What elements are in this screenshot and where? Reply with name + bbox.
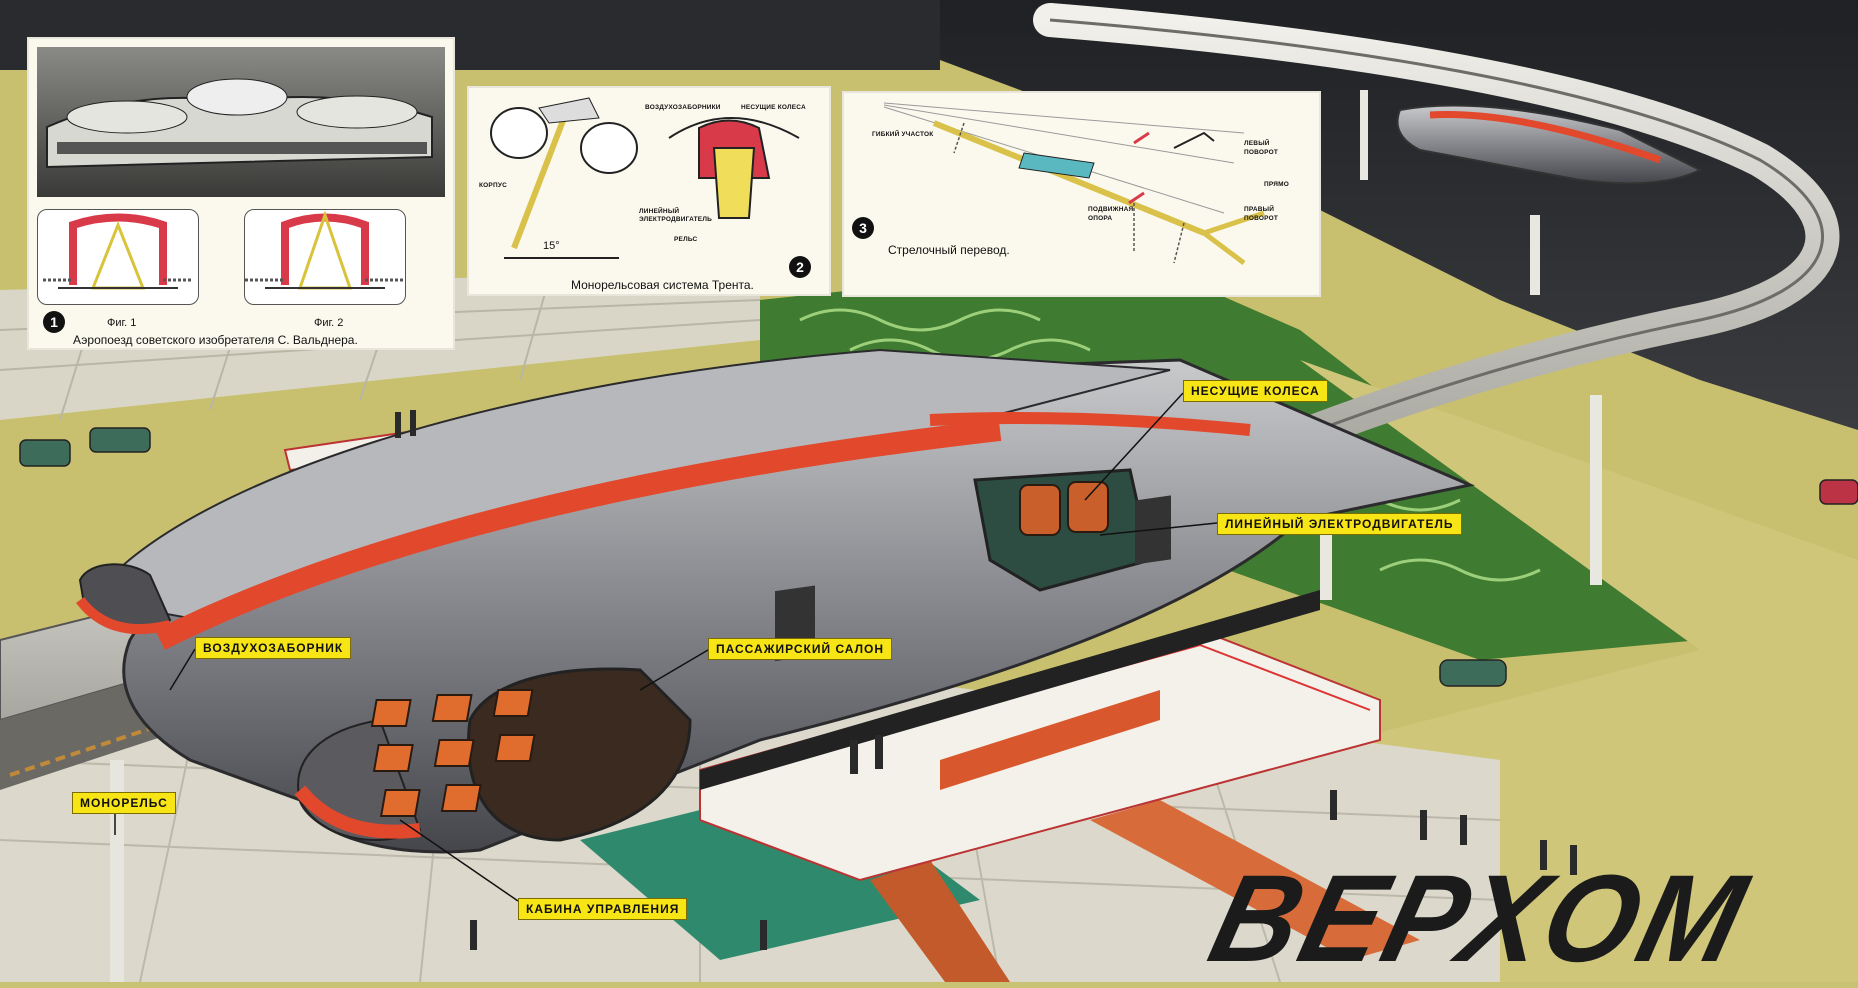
trent-part-air: ВОЗДУХОЗАБОРНИКИ — [645, 104, 721, 111]
aerotrain-photo — [37, 47, 445, 197]
seats — [370, 689, 536, 817]
label-cabin: ПАССАЖИРСКИЙ САЛОН — [708, 638, 893, 660]
switch-part-right: ПРАВЫЙ ПОВОРОТ — [1244, 206, 1278, 222]
trent-part-rail: РЕЛЬС — [674, 236, 698, 243]
walkway — [1090, 800, 1420, 960]
trent-diagram — [490, 97, 800, 259]
rail-pylon — [110, 760, 124, 982]
bench — [940, 690, 1160, 790]
aerotrain-photo-drawing — [46, 78, 433, 169]
distant-train-stripe — [1429, 111, 1662, 164]
fig1-drawing — [43, 213, 193, 290]
label-intake: ВОЗДУХОЗАБОРНИК — [195, 637, 352, 659]
cars — [19, 427, 1858, 687]
people — [395, 410, 1577, 950]
inset1-number: 1 — [43, 311, 65, 333]
label-motor: ЛИНЕЙНЫЙ ЭЛЕКТРОДВИГАТЕЛЬ — [1217, 513, 1462, 535]
switch-part-straight: ПРЯМО — [1264, 181, 1289, 188]
switch-part-section: ГИБКИЙ УЧАСТОК — [872, 131, 934, 138]
inset1-fig2-label: Фиг. 2 — [314, 317, 344, 329]
nose-ring-upper — [76, 596, 172, 635]
trent-part-body: КОРПУС — [479, 182, 507, 189]
train-stripe — [155, 419, 1002, 650]
label-monorail: МОНОРЕЛЬС — [72, 792, 176, 814]
switch-diagram — [883, 102, 1265, 265]
wheels — [1019, 481, 1109, 536]
nose-ring — [294, 785, 421, 839]
inset3-caption: Стрелочный перевод. — [888, 243, 1010, 257]
inset-valdner-aerotrain: 1 Фиг. 1 Фиг. 2 Аэропоезд советского изо… — [27, 37, 455, 350]
inset2-number: 2 — [789, 256, 811, 278]
label-wheels: НЕСУЩИЕ КОЛЕСА — [1183, 380, 1328, 402]
label-control: КАБИНА УПРАВЛЕНИЯ — [518, 898, 688, 920]
distant-train — [1396, 104, 1703, 185]
fig1-diagram — [37, 209, 199, 305]
trent-part-motor: ЛИНЕЙНЫЙ ЭЛЕКТРОДВИГАТЕЛЬ — [639, 208, 712, 223]
trent-part-wheels: НЕСУЩИЕ КОЛЕСА — [741, 104, 806, 111]
switch-part-left: ЛЕВЫЙ ПОВОРОТ — [1244, 140, 1278, 156]
switch-part-support: ПОДВИЖНАЯ ОПОРА — [1088, 206, 1134, 222]
trent-angle: 15° — [543, 240, 560, 252]
inset1-fig1-label: Фиг. 1 — [107, 317, 137, 329]
walkway-2 — [870, 860, 1010, 982]
rail-loop-edge — [1049, 18, 1824, 462]
inset2-caption: Монорельсовая система Трента. — [571, 278, 754, 292]
train-stripe-2 — [929, 412, 1251, 436]
fig2-drawing — [245, 210, 405, 290]
inset-trent-monorail: ВОЗДУХОЗАБОРНИКИ НЕСУЩИЕ КОЛЕСА КОРПУС Л… — [467, 86, 831, 296]
inset1-caption: Аэропоезд советского изобретателя С. Вал… — [73, 333, 358, 347]
inset-switch: ГИБКИЙ УЧАСТОК ЛЕВЫЙ ПОВОРОТ ПРЯМО ПОДВИ… — [842, 91, 1321, 297]
leader-lines — [114, 392, 1218, 902]
page-title: ВЕРХОМ — [1197, 849, 1762, 988]
fig2-diagram — [244, 209, 406, 305]
inset3-number: 3 — [852, 217, 874, 239]
